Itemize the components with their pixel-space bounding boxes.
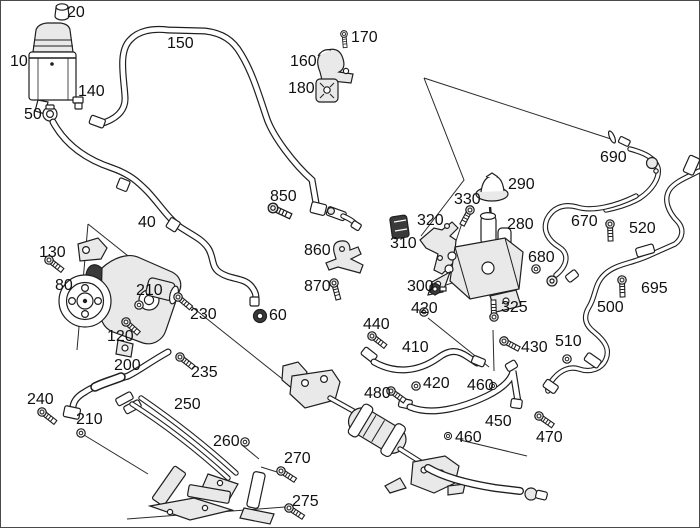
reservoir-part — [28, 3, 84, 122]
part-label-695[interactable]: 695 — [641, 280, 668, 297]
part-label-690[interactable]: 690 — [600, 149, 627, 166]
part-label-230[interactable]: 230 — [190, 306, 217, 323]
part-label-440[interactable]: 440 — [363, 316, 390, 333]
part-label-275[interactable]: 275 — [292, 493, 319, 510]
hose-clamp-icon — [165, 217, 181, 233]
part-label-410[interactable]: 410 — [402, 339, 429, 356]
part-label-80[interactable]: 80 — [55, 277, 73, 294]
hose-150 — [88, 25, 320, 207]
part-label-210[interactable]: 210 — [136, 282, 163, 299]
part-label-170[interactable]: 170 — [351, 29, 378, 46]
part-label-510[interactable]: 510 — [555, 333, 582, 350]
part-label-120[interactable]: 120 — [107, 328, 134, 345]
part-label-40[interactable]: 40 — [138, 214, 156, 231]
part-label-520[interactable]: 520 — [629, 220, 656, 237]
part-label-150[interactable]: 150 — [167, 35, 194, 52]
washer-260-icon — [240, 437, 250, 447]
bracket-160-icon — [317, 48, 354, 84]
clamp-50-icon — [42, 104, 58, 122]
washer-460b-icon — [443, 431, 453, 441]
washer-510-icon — [562, 354, 572, 364]
screw-170-icon — [339, 29, 350, 49]
part-label-870[interactable]: 870 — [304, 278, 331, 295]
part-label-210[interactable]: 210 — [76, 411, 103, 428]
pipe-500 — [542, 154, 700, 394]
washer-210-icon — [134, 300, 144, 310]
part-label-60[interactable]: 60 — [269, 307, 287, 324]
bolt-440-icon — [365, 329, 389, 351]
bracket-320-icon — [419, 221, 459, 275]
part-label-430[interactable]: 430 — [521, 339, 548, 356]
washer-420b-icon — [411, 381, 421, 391]
hose-200 — [62, 348, 172, 420]
grommet-60-icon — [252, 308, 268, 324]
part-label-10[interactable]: 10 — [10, 53, 28, 70]
bracket-860-icon — [325, 240, 364, 274]
part-label-250[interactable]: 250 — [174, 396, 201, 413]
part-label-850[interactable]: 850 — [270, 188, 297, 205]
bolt-430-icon — [497, 334, 522, 354]
part-label-680[interactable]: 680 — [528, 249, 555, 266]
bolt-520-icon — [605, 219, 616, 242]
part-label-235[interactable]: 235 — [191, 364, 218, 381]
part-label-480[interactable]: 480 — [364, 385, 391, 402]
part-label-280[interactable]: 280 — [507, 216, 534, 233]
part-label-200[interactable]: 200 — [114, 357, 141, 374]
part-label-500[interactable]: 500 — [597, 299, 624, 316]
part-label-300[interactable]: 300 — [407, 278, 434, 295]
clamp-140-icon — [72, 96, 84, 110]
part-label-460[interactable]: 460 — [455, 429, 482, 446]
hose-410 — [360, 346, 486, 374]
washers — [76, 264, 572, 447]
part-label-320[interactable]: 320 — [417, 212, 444, 229]
part-label-330[interactable]: 330 — [454, 191, 481, 208]
oring-680-icon — [531, 264, 541, 274]
part-label-270[interactable]: 270 — [284, 450, 311, 467]
part-label-240[interactable]: 240 — [27, 391, 54, 408]
part-label-260[interactable]: 260 — [213, 433, 240, 450]
part-label-160[interactable]: 160 — [290, 53, 317, 70]
rubber-block-180-icon — [315, 78, 339, 103]
part-label-20[interactable]: 20 — [67, 4, 85, 21]
rubber-block-310-icon — [389, 214, 410, 240]
part-label-460[interactable]: 460 — [467, 377, 494, 394]
part-label-860[interactable]: 860 — [304, 242, 331, 259]
part-label-325[interactable]: 325 — [501, 299, 528, 316]
pump-part — [58, 237, 182, 358]
part-label-670[interactable]: 670 — [571, 213, 598, 230]
steering-gear-part — [281, 361, 548, 501]
bolt-695-icon — [617, 275, 628, 298]
hose-450 — [397, 359, 523, 415]
part-label-180[interactable]: 180 — [288, 80, 315, 97]
hose-clamp-icon — [115, 177, 131, 192]
gear-lower-bracket — [147, 465, 275, 525]
part-label-310[interactable]: 310 — [390, 235, 417, 252]
washer-210b-icon — [76, 428, 86, 438]
part-label-290[interactable]: 290 — [508, 176, 535, 193]
part-label-470[interactable]: 470 — [536, 429, 563, 446]
part-label-450[interactable]: 450 — [485, 413, 512, 430]
part-label-420[interactable]: 420 — [423, 375, 450, 392]
pipe-junction-850 — [309, 201, 362, 232]
bolt-240-icon — [35, 405, 59, 427]
part-label-140[interactable]: 140 — [78, 83, 105, 100]
mount-290-icon — [475, 172, 509, 202]
part-label-420[interactable]: 420 — [411, 300, 438, 317]
nut-300-icon — [429, 282, 447, 296]
pipe-670 — [542, 193, 639, 287]
part-label-50[interactable]: 50 — [24, 106, 42, 123]
pipe-690 — [603, 130, 661, 213]
bolt-270-icon — [274, 464, 299, 485]
bolt-470-icon — [532, 409, 556, 430]
part-label-130[interactable]: 130 — [39, 244, 66, 261]
hose-40 — [49, 118, 268, 324]
